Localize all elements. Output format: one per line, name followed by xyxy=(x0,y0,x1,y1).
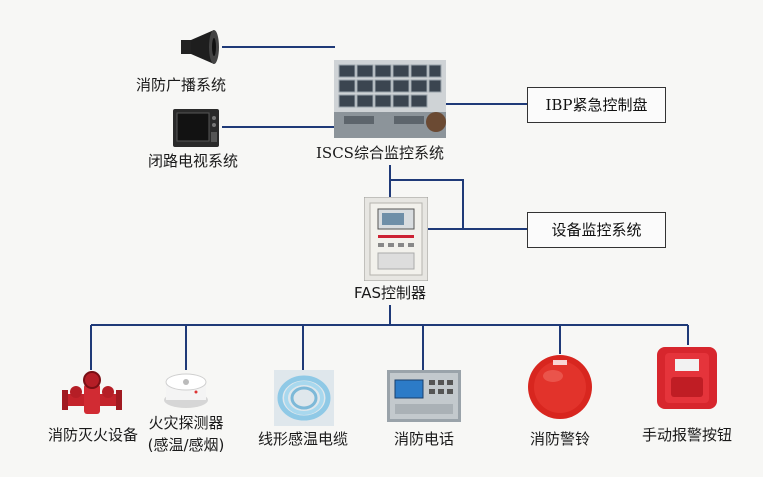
iscs-label: ISCS综合监控系统 xyxy=(316,144,444,162)
device-label-fire-phone: 消防电话 xyxy=(393,430,454,448)
bas-box: 设备监控系统 xyxy=(527,212,666,248)
monitor-icon xyxy=(172,108,222,150)
device-label-manual-call: 手动报警按钮 xyxy=(641,426,732,444)
line-bas-loop xyxy=(390,179,527,230)
cctv-label: 闭路电视系统 xyxy=(148,152,239,170)
device-label-extinguishing: 消防灭火设备 xyxy=(47,426,138,444)
ibp-panel-box: IBP紧急控制盘 xyxy=(527,87,666,123)
speaker-icon xyxy=(178,27,222,67)
valve-icon xyxy=(62,370,122,420)
cable-coil-icon xyxy=(274,370,334,426)
manual-call-point-icon xyxy=(655,345,719,411)
device-label-alarm-bell: 消防警铃 xyxy=(529,430,590,448)
fas-label: FAS控制器 xyxy=(354,284,427,302)
control-wall-icon xyxy=(334,60,446,138)
device-sublabel-detector: (感温/感烟) xyxy=(147,436,225,454)
phone-panel-icon xyxy=(387,370,461,422)
device-label-heat-cable: 线形感温电缆 xyxy=(257,430,348,448)
detector-icon xyxy=(163,370,209,410)
device-label-detector: 火灾探测器 xyxy=(148,414,224,432)
fas-cabinet-icon xyxy=(363,196,429,282)
alarm-bell-icon xyxy=(527,354,593,420)
broadcast-label: 消防广播系统 xyxy=(136,76,227,94)
